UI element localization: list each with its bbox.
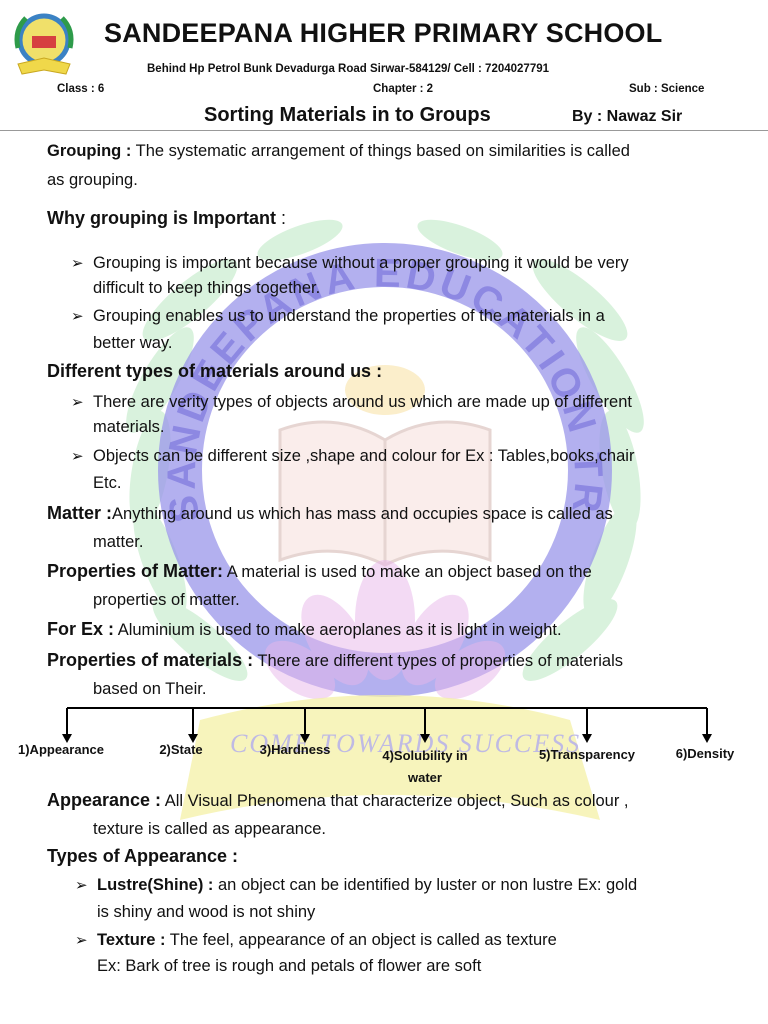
appearance-term: Appearance : bbox=[47, 790, 162, 810]
header-divider bbox=[0, 130, 768, 131]
arrow-bullet-icon: ➢ bbox=[71, 308, 84, 325]
lustre-text: an object can be identified by luster or… bbox=[213, 876, 638, 894]
branch-hardness: 3)Hardness bbox=[259, 742, 331, 757]
arrow-bullet-icon: ➢ bbox=[71, 394, 84, 411]
grouping-text: The systematic arrangement of things bas… bbox=[131, 142, 630, 160]
ribbon-icon bbox=[180, 695, 600, 820]
lotus-icon bbox=[264, 560, 506, 700]
bullet-text: Grouping enables us to understand the pr… bbox=[93, 307, 605, 325]
grouping-line-2: as grouping. bbox=[47, 171, 138, 189]
book-icon bbox=[278, 420, 492, 567]
for-ex-term: For Ex : bbox=[47, 619, 115, 639]
branch-state: 2)State bbox=[159, 742, 203, 757]
topic-title: Sorting Materials in to Groups bbox=[204, 104, 491, 126]
prop-matter-term: Properties of Matter: bbox=[47, 561, 224, 581]
branch-solubility-line-1: 4)Solubility in bbox=[382, 748, 468, 763]
texture-text: The feel, appearance of an object is cal… bbox=[165, 931, 557, 949]
types-bullet-2-cont: Etc. bbox=[93, 474, 122, 492]
types-bullet-1-cont: materials. bbox=[93, 418, 165, 436]
matter-line-1: Matter :Anything around us which has mas… bbox=[47, 499, 613, 529]
arrow-bullet-icon: ➢ bbox=[75, 877, 88, 894]
types-bullet-2: ➢ Objects can be different size ,shape an… bbox=[71, 443, 635, 470]
prop-matter-line-1: Properties of Matter: A material is used… bbox=[47, 557, 592, 587]
bullet-text: Grouping is important because without a … bbox=[93, 254, 629, 272]
arrow-bullet-icon: ➢ bbox=[71, 448, 84, 465]
prop-matter-line-2: properties of matter. bbox=[93, 591, 240, 609]
for-ex-text: Aluminium is used to make aeroplanes as … bbox=[114, 621, 562, 639]
matter-line-2: matter. bbox=[93, 533, 144, 551]
school-logo-icon bbox=[14, 13, 74, 75]
prop-matter-text: A material is used to make an object bas… bbox=[223, 563, 592, 581]
grouping-line-1: Grouping : The systematic arrangement of… bbox=[47, 137, 630, 166]
laurel-leaves-icon bbox=[126, 219, 644, 681]
prop-materials-line-2: based on Their. bbox=[93, 680, 207, 698]
appearance-line-1: Appearance : All Visual Phenomena that c… bbox=[47, 786, 629, 816]
types-heading: Different types of materials around us : bbox=[47, 361, 383, 381]
why-bullet-2: ➢ Grouping enables us to understand the p… bbox=[71, 303, 605, 330]
school-address: Behind Hp Petrol Bunk Devadurga Road Sir… bbox=[147, 63, 550, 75]
why-grouping-heading: Why grouping is Important : bbox=[47, 208, 286, 229]
why-bullet-1: ➢ Grouping is important because without a… bbox=[71, 250, 629, 277]
matter-text: Anything around us which has mass and oc… bbox=[112, 505, 613, 523]
lustre-line-1: ➢ Lustre(Shine) : an object can be identi… bbox=[75, 876, 638, 895]
matter-term: Matter : bbox=[47, 503, 113, 523]
appearance-text: All Visual Phenomena that characterize o… bbox=[161, 792, 629, 810]
why-bullet-1-cont: difficult to keep things together. bbox=[93, 279, 321, 297]
arrow-bullet-icon: ➢ bbox=[75, 932, 88, 949]
bullet-text: Objects can be different size ,shape and… bbox=[93, 447, 635, 465]
prop-materials-line-1: Properties of materials : There are diff… bbox=[47, 646, 623, 676]
branch-appearance: 1)Appearance bbox=[18, 742, 104, 757]
for-ex-line: For Ex : Aluminium is used to make aerop… bbox=[47, 615, 562, 645]
lamp-icon bbox=[345, 365, 425, 415]
branch-density: 6)Density bbox=[675, 746, 735, 761]
why-heading-text: Why grouping is Important bbox=[47, 208, 276, 228]
why-heading-colon: : bbox=[275, 208, 286, 228]
types-bullet-1: ➢ There are verity types of objects aroun… bbox=[71, 389, 632, 416]
author-label: By : Nawaz Sir bbox=[572, 108, 683, 125]
appearance-line-2: texture is called as appearance. bbox=[93, 820, 326, 838]
school-title: SANDEEPANA HIGHER PRIMARY SCHOOL bbox=[104, 18, 663, 48]
types-appearance-heading: Types of Appearance : bbox=[47, 846, 239, 866]
lustre-line-2: is shiny and wood is not shiny bbox=[97, 903, 316, 921]
chapter-label: Chapter : 2 bbox=[373, 83, 434, 95]
branch-solubility-line-2: water bbox=[408, 770, 442, 785]
subject-label: Sub : Science bbox=[629, 83, 705, 95]
watermark-ribbon-text: COME TOWARDS SUCCESS bbox=[230, 729, 581, 758]
why-bullet-2-cont: better way. bbox=[93, 334, 173, 352]
grouping-term: Grouping : bbox=[47, 142, 132, 160]
texture-line-2: Ex: Bark of tree is rough and petals of … bbox=[97, 957, 482, 975]
prop-materials-text: There are different types of properties … bbox=[253, 652, 623, 670]
class-label: Class : 6 bbox=[57, 83, 105, 95]
texture-line-1: ➢ Texture : The feel, appearance of an ob… bbox=[75, 931, 557, 950]
lustre-term: Lustre(Shine) : bbox=[97, 876, 214, 894]
texture-term: Texture : bbox=[97, 931, 166, 949]
arrow-bullet-icon: ➢ bbox=[71, 255, 84, 272]
branch-solubility: 4)Solubility in water bbox=[370, 745, 480, 789]
branch-transparency: 5)Transparency bbox=[538, 747, 636, 762]
prop-materials-term: Properties of materials : bbox=[47, 650, 254, 670]
bullet-text: There are verity types of objects around… bbox=[93, 393, 632, 411]
